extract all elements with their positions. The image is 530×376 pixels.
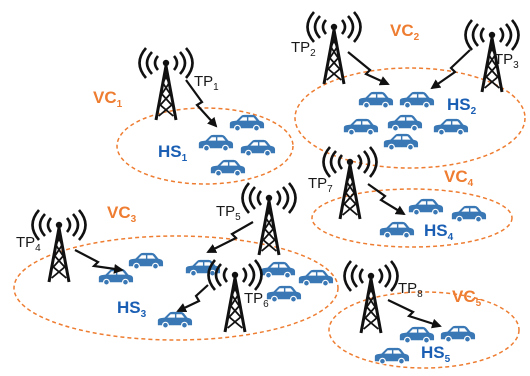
hotspot-label-hs3: HS3	[117, 298, 147, 320]
wireless-link-arrow-icon	[347, 51, 390, 86]
hotspot-label-hs4: HS4	[424, 221, 454, 243]
car-icon	[433, 118, 469, 136]
antenna-tower-icon	[343, 259, 399, 335]
car-icon	[298, 269, 334, 287]
cluster-label-vc4: VC4	[444, 167, 474, 189]
tower-label-tp6: TP6	[244, 290, 269, 310]
car-icon	[374, 347, 410, 365]
car-icon	[240, 139, 276, 157]
car-icon	[383, 133, 419, 151]
car-icon	[266, 285, 302, 303]
car-icon	[451, 205, 487, 223]
wireless-link-arrow-icon	[367, 183, 406, 216]
car-icon	[408, 198, 444, 216]
wireless-link-arrow-icon	[387, 299, 442, 329]
car-icon	[260, 261, 296, 279]
car-icon	[229, 114, 265, 132]
cluster-label-vc1: VC1	[93, 88, 123, 110]
car-icon	[387, 114, 423, 132]
wireless-link-arrow-icon	[74, 249, 124, 274]
hotspot-label-hs5: HS5	[421, 343, 451, 365]
tower-label-tp8: TP8	[398, 280, 423, 300]
car-icon	[157, 311, 193, 329]
car-icon	[98, 268, 134, 286]
wireless-link-arrow-icon	[176, 284, 209, 313]
cluster-vc1-boundary	[116, 107, 294, 185]
cluster-vc4-boundary	[311, 188, 513, 248]
wireless-link-arrow-icon	[206, 221, 254, 253]
car-icon	[128, 252, 164, 270]
hotspot-label-hs1: HS1	[158, 142, 188, 164]
cluster-vc3-boundary	[13, 235, 339, 341]
hotspot-label-hs2: HS2	[447, 95, 477, 117]
cluster-label-vc2: VC2	[390, 21, 420, 43]
car-icon	[343, 118, 379, 136]
cluster-vc5-boundary	[328, 291, 520, 369]
wireless-link-arrow-icon	[185, 79, 218, 128]
tower-label-tp2: TP2	[291, 39, 316, 59]
car-icon	[358, 91, 394, 109]
tower-label-tp4: TP4	[16, 234, 41, 254]
antenna-tower-icon	[322, 145, 378, 221]
tower-label-tp1: TP1	[194, 73, 219, 93]
wireless-links	[74, 49, 471, 329]
car-icon	[399, 326, 435, 344]
wireless-link-arrow-icon	[430, 49, 471, 90]
tower-label-tp7: TP7	[308, 175, 333, 195]
car-icon	[198, 134, 234, 152]
cluster-label-vc5: VC5	[452, 287, 482, 309]
car-icon	[399, 91, 435, 109]
car-icon	[379, 221, 415, 239]
cluster-label-vc3: VC3	[107, 203, 137, 225]
antenna-tower-icon	[241, 181, 297, 257]
tower-label-tp5: TP5	[216, 203, 241, 223]
cluster-vc2-boundary	[294, 67, 526, 169]
car-icon	[210, 159, 246, 177]
car-icon	[440, 325, 476, 343]
tower-label-tp3: TP3	[494, 51, 519, 71]
